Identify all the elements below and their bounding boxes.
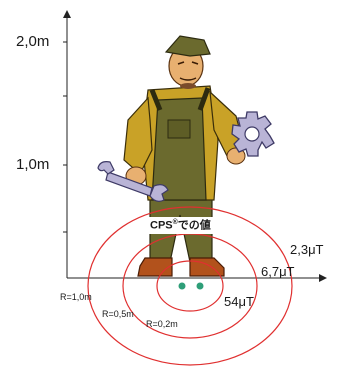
y-tick-1-0m: 1,0m — [16, 156, 50, 173]
radius-label-1-0m: R=1,0m — [60, 292, 92, 302]
left-boot — [137, 257, 173, 277]
field-value-middle: 6,7μT — [261, 264, 295, 279]
field-rings — [87, 206, 293, 366]
ring-r-0-5m — [122, 233, 258, 339]
ring-r-0-2m — [156, 260, 224, 312]
sensor-dot-icon — [178, 282, 186, 290]
wrench-icon — [97, 161, 169, 202]
cps-value-badge: CPS®での値 — [147, 217, 214, 234]
field-value-outer: 2,3μT — [290, 242, 324, 257]
right-boot — [189, 257, 225, 277]
ring-r-1-0m — [87, 206, 293, 366]
sensor-dot-icon — [196, 282, 204, 290]
radius-label-0-2m: R=0,2m — [146, 319, 178, 329]
y-tick-2-0m: 2,0m — [16, 33, 50, 50]
worker-figure — [123, 35, 246, 277]
gear-icon — [231, 111, 275, 157]
registered-mark: ® — [172, 219, 178, 226]
field-value-inner: 54μT — [224, 294, 254, 309]
badge-suffix: での値 — [177, 219, 211, 232]
badge-prefix: CPS — [150, 219, 173, 232]
radius-label-0-5m: R=0,5m — [102, 309, 134, 319]
